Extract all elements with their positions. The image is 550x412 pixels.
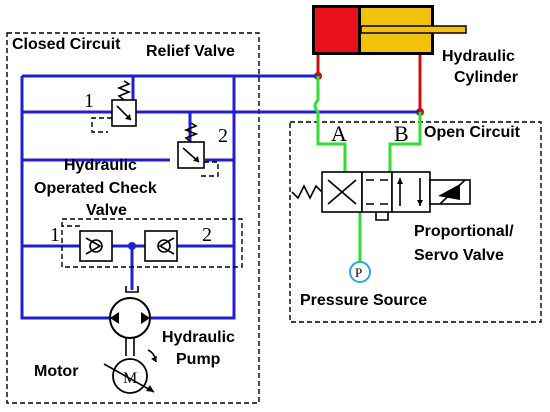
hydraulic-pump	[109, 297, 151, 356]
hydraulic-pump-label-1: Hydraulic	[162, 329, 235, 346]
closed-circuit-label: Closed Circuit	[12, 36, 121, 53]
proportional-servo-valve	[291, 171, 471, 221]
hydraulic-cylinder-label-1: Hydraulic	[442, 48, 515, 65]
check-valve-label-2: Operated Check	[34, 180, 157, 197]
check-valve-label-3: Valve	[86, 202, 127, 219]
relief-valve-label: Relief Valve	[146, 43, 235, 60]
motor	[103, 349, 157, 394]
hydraulic-cylinder	[312, 5, 467, 55]
cylinder-rod	[360, 25, 467, 34]
pressure-source-symbol	[349, 261, 371, 283]
open-circuit-lines	[313, 76, 422, 262]
motor-label: Motor	[34, 363, 78, 380]
closed-circuit-lines	[20, 74, 420, 320]
hydraulic-cylinder-label-2: Cylinder	[454, 69, 518, 86]
relief-valve-1	[91, 80, 137, 133]
check-valve-1-number: 1	[50, 224, 60, 246]
relief-valve-2	[177, 122, 219, 177]
open-circuit-boundary	[289, 121, 542, 323]
pressure-symbol-letter: P	[355, 265, 362, 280]
proportional-label-2: Servo Valve	[414, 247, 504, 264]
port-b-label: B	[394, 121, 409, 146]
motor-symbol-letter: M	[123, 370, 137, 387]
cylinder-piston-chamber	[315, 8, 358, 52]
operated-check-valve	[61, 218, 243, 293]
relief-valve-1-number: 1	[84, 90, 94, 112]
check-valve-label-1: Hydraulic	[64, 157, 137, 174]
closed-circuit-boundary	[6, 32, 260, 404]
relief-valve-2-number: 2	[218, 125, 228, 147]
check-valve-2-number: 2	[202, 224, 212, 246]
proportional-label-1: Proportional/	[414, 223, 514, 240]
open-circuit-label: Open Circuit	[424, 124, 521, 141]
port-a-label: A	[331, 121, 347, 146]
cylinder-piston	[358, 8, 361, 52]
hydraulic-pump-label-2: Pump	[176, 351, 221, 368]
pressure-source-label: Pressure Source	[300, 292, 427, 309]
